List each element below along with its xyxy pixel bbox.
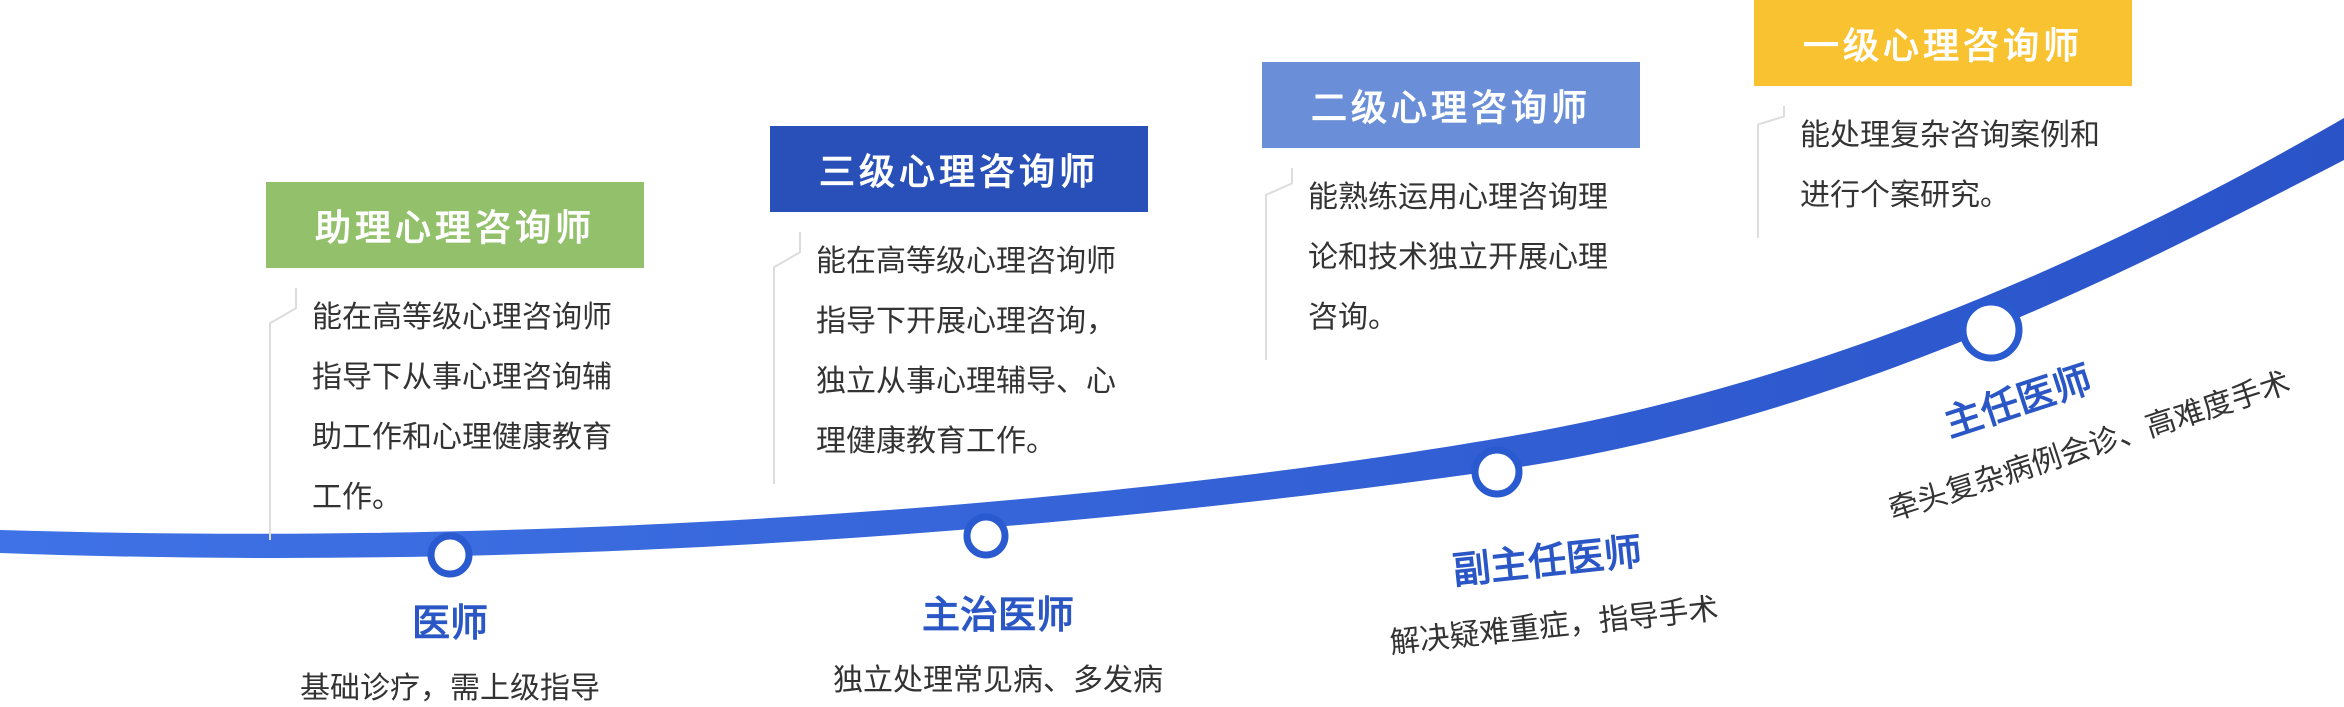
card-assistant-counselor: 助理心理咨询师 能在高等级心理咨询师 指导下从事心理咨询辅 助工作和心理健康教育… xyxy=(266,182,644,528)
node-description: 基础诊疗，需上级指导 xyxy=(300,671,600,706)
node-title: 主治医师 xyxy=(921,593,1074,637)
bracket-line xyxy=(266,288,298,540)
bracket-line xyxy=(770,232,802,484)
card-title: 一级心理咨询师 xyxy=(1754,0,2132,86)
node-attending-physician: 主治医师 独立处理常见病、多发病 xyxy=(820,584,1176,699)
node-physician: 医师 基础诊疗，需上级指导 xyxy=(294,592,606,707)
card-title: 助理心理咨询师 xyxy=(266,182,644,268)
milestone-dot-1 xyxy=(427,532,473,578)
card-description: 能熟练运用心理咨询理 论和技术独立开展心理 咨询。 xyxy=(1262,168,1638,348)
bracket-line xyxy=(1754,106,1786,238)
milestone-dot-3 xyxy=(1471,446,1523,498)
milestone-dot-4 xyxy=(1959,298,2023,362)
bracket-line xyxy=(1262,168,1294,360)
card-level3-counselor: 三级心理咨询师 能在高等级心理咨询师 指导下开展心理咨询， 独立从事心理辅导、心… xyxy=(770,126,1148,472)
card-title: 三级心理咨询师 xyxy=(770,126,1148,212)
card-description: 能在高等级心理咨询师 指导下从事心理咨询辅 助工作和心理健康教育 工作。 xyxy=(266,288,642,528)
card-description: 能处理复杂咨询案例和 进行个案研究。 xyxy=(1754,106,2130,226)
node-description: 独立处理常见病、多发病 xyxy=(833,663,1163,698)
card-level2-counselor: 二级心理咨询师 能熟练运用心理咨询理 论和技术独立开展心理 咨询。 xyxy=(1262,62,1640,348)
card-description: 能在高等级心理咨询师 指导下开展心理咨询， 独立从事心理辅导、心 理健康教育工作… xyxy=(770,232,1146,472)
node-title: 医师 xyxy=(411,601,488,645)
card-title: 二级心理咨询师 xyxy=(1262,62,1640,148)
milestone-dot-2 xyxy=(963,513,1009,559)
card-level1-counselor: 一级心理咨询师 能处理复杂咨询案例和 进行个案研究。 xyxy=(1754,0,2132,226)
